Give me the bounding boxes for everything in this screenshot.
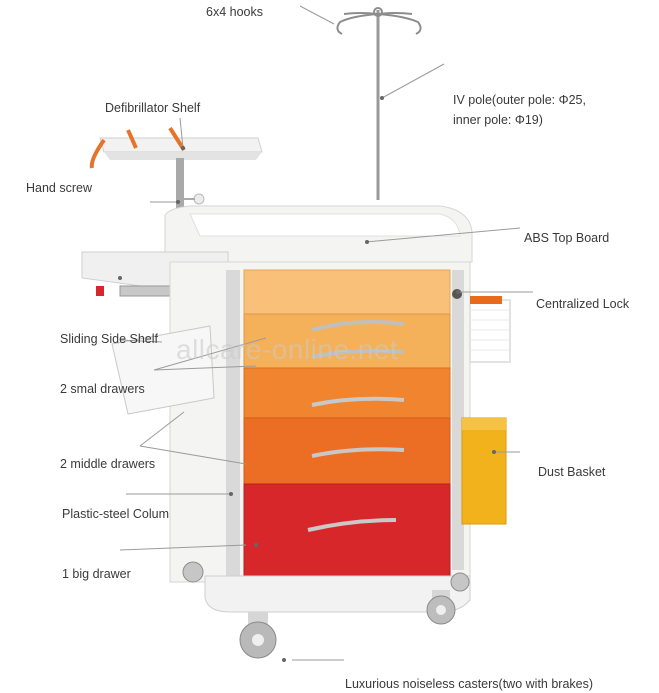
plastic-steel-column-right bbox=[452, 270, 464, 570]
watermark-text: allcare-online.net bbox=[176, 334, 399, 365]
label-big-drawer: 1 big drawer bbox=[62, 567, 131, 581]
label-centralized-lock: Centralized Lock bbox=[536, 297, 630, 311]
label-iv-pole-line2: inner pole: Φ19) bbox=[453, 113, 543, 127]
label-defibrillator-shelf: Defibrillator Shelf bbox=[105, 101, 201, 115]
plastic-steel-column-left bbox=[226, 270, 240, 588]
small-drawer-2 bbox=[243, 313, 451, 369]
wire-basket bbox=[469, 296, 511, 363]
middle-drawer-2 bbox=[243, 417, 451, 485]
big-drawer bbox=[243, 483, 451, 583]
defibrillator-shelf bbox=[89, 126, 263, 213]
callout-lines bbox=[119, 5, 533, 661]
label-abs-top-board: ABS Top Board bbox=[524, 231, 610, 245]
caster-rear-left bbox=[182, 561, 204, 583]
caster-front-left bbox=[239, 612, 277, 659]
label-plastic-steel-column: Plastic-steel Colum bbox=[62, 507, 169, 521]
small-drawer-1 bbox=[243, 269, 451, 315]
label-iv-pole-line1: IV pole(outer pole: Φ25, bbox=[453, 93, 586, 107]
abs-top-board bbox=[164, 205, 473, 263]
dust-basket bbox=[461, 417, 507, 525]
middle-drawer-1 bbox=[243, 367, 451, 419]
label-hooks: 6x4 hooks bbox=[206, 5, 263, 19]
label-small-drawers: 2 smal drawers bbox=[60, 382, 145, 396]
label-sliding-side-shelf: Sliding Side Shelf bbox=[60, 332, 158, 346]
caster-rear-right bbox=[450, 572, 470, 592]
label-dust-basket: Dust Basket bbox=[538, 465, 606, 479]
label-hand-screw: Hand screw bbox=[26, 181, 92, 195]
caster-front-right bbox=[426, 590, 456, 625]
callout-dots bbox=[118, 96, 496, 662]
iv-hooks bbox=[336, 7, 422, 35]
label-casters: Luxurious noiseless casters(two with bra… bbox=[345, 677, 594, 691]
label-middle-drawers: 2 middle drawers bbox=[60, 457, 156, 471]
